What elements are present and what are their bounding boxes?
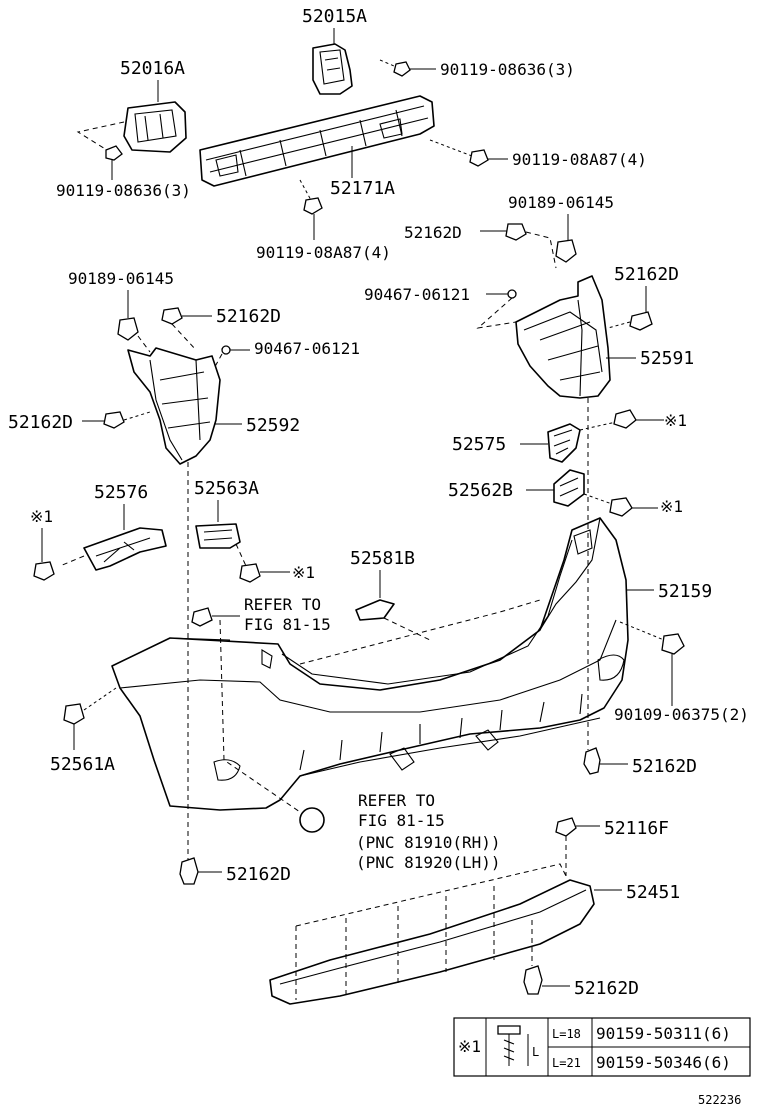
label-clip-52162D-4: 52162D (8, 412, 73, 433)
clip-icon (523, 920, 570, 995)
label-bolt-90119-08A87-bottom: 90119-08A87(4) (256, 243, 391, 262)
label-52575: 52575 (452, 434, 506, 455)
label-52116F: 52116F (604, 818, 669, 839)
screw-icon (239, 563, 290, 583)
label-clip-90189-06145-right: 90189-06145 (508, 193, 614, 212)
dash-line (299, 599, 541, 665)
refer-note-2-line1: REFER TO (358, 791, 435, 810)
label-clip-52162D-1: 52162D (404, 223, 462, 242)
label-nut-90467-06121-left: 90467-06121 (254, 339, 360, 358)
clip-icon (555, 817, 600, 876)
label-clip-52162D-5: 52162D (632, 756, 697, 777)
screw-icon (497, 1025, 529, 1066)
dash-guide-reflector (219, 619, 301, 813)
bolt-icon (299, 179, 323, 240)
screw-icon (613, 409, 637, 429)
label-mark-4: ※1 (292, 563, 315, 582)
bolt-icon (429, 139, 508, 167)
label-52592: 52592 (246, 415, 300, 436)
pad-52581B (355, 570, 431, 641)
pnc-note-lh: (PNC 81920(LH)) (356, 853, 501, 872)
bolt-icon (379, 59, 436, 77)
label-clip-52162D-6: 52162D (226, 864, 291, 885)
clip-icon (191, 607, 240, 627)
label-52451: 52451 (626, 882, 680, 903)
label-52563A: 52563A (194, 478, 259, 499)
label-mark-1: ※1 (664, 411, 687, 430)
clip-icon (555, 214, 577, 263)
label-52171A: 52171A (330, 178, 395, 199)
reflector-icon (299, 807, 325, 833)
reinforcement-52171A (199, 95, 435, 187)
label-bolt-90109-06375: 90109-06375(2) (614, 705, 749, 724)
label-52159: 52159 (658, 581, 712, 602)
bolt-icon (619, 621, 685, 706)
legend-table (453, 1017, 751, 1077)
bracket-52562B (526, 469, 613, 507)
bracket-52015A (312, 28, 353, 95)
clip-icon (179, 857, 222, 885)
garnish-52451 (269, 863, 622, 1005)
label-52591: 52591 (640, 348, 694, 369)
bracket-52576 (59, 504, 167, 571)
legend-row-2-part: 90159-50346(6) (596, 1053, 731, 1072)
label-bolt-90119-08A87-right: 90119-08A87(4) (512, 150, 647, 169)
clip-icon (607, 286, 653, 331)
label-52561A: 52561A (50, 754, 115, 775)
refer-note-1-line1: REFER TO (244, 595, 321, 614)
label-52576: 52576 (94, 482, 148, 503)
clip-icon (583, 747, 628, 775)
bolt-icon (105, 145, 123, 180)
label-clip-52162D-3: 52162D (216, 306, 281, 327)
bumper-cover-52159 (111, 517, 654, 811)
legend-mark: ※1 (458, 1037, 481, 1056)
clip-icon (161, 307, 212, 351)
bracket-52575 (520, 421, 617, 463)
label-bolt-90119-08636-left: 90119-08636(3) (56, 181, 191, 200)
legend-row-1-part: 90159-50311(6) (596, 1024, 731, 1043)
label-52015A: 52015A (302, 6, 367, 27)
retainer-52592 (127, 347, 242, 465)
screw-icon (33, 528, 55, 581)
retainer-52591 (515, 275, 636, 399)
legend-row-2-length: L=21 (552, 1056, 581, 1070)
label-clip-90189-06145-left: 90189-06145 (68, 269, 174, 288)
label-nut-90467-06121-right: 90467-06121 (364, 285, 470, 304)
label-mark-3: ※1 (30, 507, 53, 526)
screw-icon (609, 497, 633, 517)
label-52581B: 52581B (350, 548, 415, 569)
diagram-id: 522236 (698, 1093, 741, 1107)
legend-dimension-label: L (532, 1045, 539, 1059)
label-52562B: 52562B (448, 480, 513, 501)
clip-icon (117, 290, 151, 353)
bracket-52016A (76, 80, 187, 153)
nut-icon (211, 345, 250, 373)
label-clip-52162D-7: 52162D (574, 978, 639, 999)
clip-icon (480, 223, 557, 269)
label-clip-52162D-2: 52162D (614, 264, 679, 285)
bracket-52563A (195, 500, 247, 567)
pnc-note-rh: (PNC 81910(RH)) (356, 833, 501, 852)
refer-note-2-line2: FIG 81-15 (358, 811, 445, 830)
clip-icon (82, 411, 151, 429)
nut-icon (476, 289, 517, 329)
refer-note-1-line2: FIG 81-15 (244, 615, 331, 634)
clip-icon (63, 687, 117, 750)
legend-row-1-length: L=18 (552, 1027, 581, 1041)
label-bolt-90119-08636-top: 90119-08636(3) (440, 60, 575, 79)
label-52016A: 52016A (120, 58, 185, 79)
label-mark-2: ※1 (660, 497, 683, 516)
